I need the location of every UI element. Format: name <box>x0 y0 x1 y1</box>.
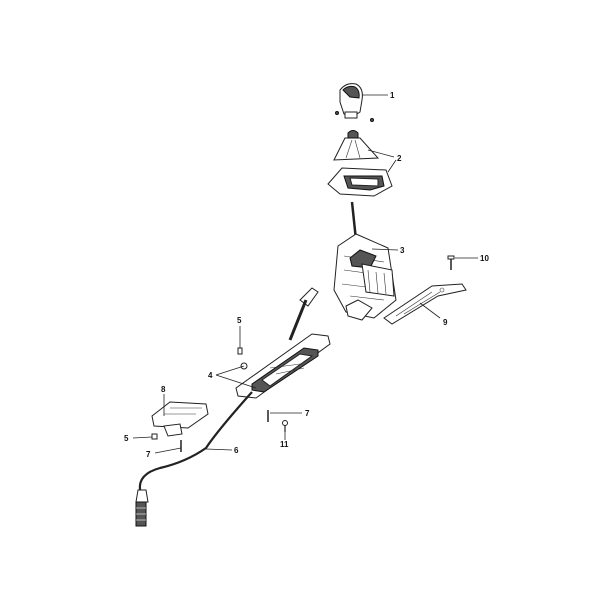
leader-lines <box>132 94 478 454</box>
callout-1: 1 <box>390 91 395 100</box>
callout-8: 8 <box>161 385 166 394</box>
shift-cable <box>135 391 253 527</box>
screw-11 <box>282 420 288 432</box>
callout-5-lower: 5 <box>124 434 129 443</box>
callout-2: 2 <box>397 154 402 163</box>
mounting-bracket <box>383 283 467 325</box>
shift-boot-and-bezel <box>327 130 393 197</box>
callout-5-upper: 5 <box>237 316 242 325</box>
cable-bracket-plate <box>151 401 209 437</box>
shift-knob <box>335 83 374 122</box>
callout-3: 3 <box>400 246 405 255</box>
clip-5-lower <box>151 433 158 440</box>
callout-9: 9 <box>443 318 448 327</box>
callout-7-left: 7 <box>146 450 151 459</box>
shifter-base-plate <box>235 287 331 399</box>
callout-11: 11 <box>280 440 289 449</box>
callout-labels: 1 2 3 4 5 5 6 7 7 8 9 10 11 <box>124 91 489 459</box>
callout-7-right: 7 <box>305 409 310 418</box>
clip-5-upper <box>237 347 243 355</box>
bolt-10 <box>447 255 455 270</box>
callout-4: 4 <box>208 371 213 380</box>
callout-10: 10 <box>480 254 489 263</box>
callout-6: 6 <box>234 446 239 455</box>
shifter-assembly <box>333 201 397 321</box>
